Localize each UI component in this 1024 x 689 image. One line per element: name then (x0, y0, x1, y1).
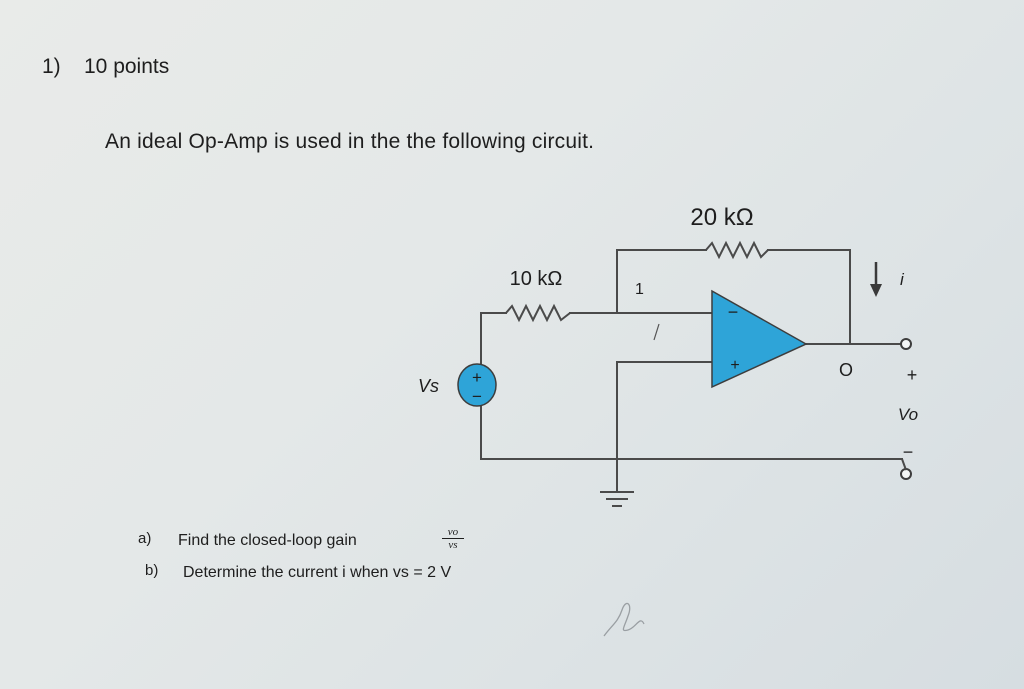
intro-text: An ideal Op-Amp is used in the the follo… (105, 130, 595, 153)
source-label: Vs (418, 376, 439, 396)
source-minus-sign: − (472, 387, 482, 406)
node-1-label: 1 (635, 281, 644, 298)
question-a-text: Find the closed-loop gain (178, 532, 357, 549)
opamp-minus-sign: − (728, 302, 739, 322)
gain-fraction-denominator: vs (448, 539, 458, 551)
resistor-10k-label: 10 kΩ (510, 268, 563, 290)
problem-number: 1) (42, 55, 61, 78)
opamp-symbol (711, 289, 808, 389)
gain-fraction-numerator: vo (442, 526, 464, 539)
output-terminal-bottom (900, 468, 912, 480)
voltage-source (457, 363, 497, 407)
wire-output-bottom (901, 458, 907, 471)
stray-mark (653, 323, 660, 341)
output-terminal-top (900, 338, 912, 350)
current-label: i (900, 270, 905, 289)
ground-symbol (600, 491, 634, 507)
output-node-label: O (839, 360, 853, 380)
pencil-scribble (603, 602, 645, 637)
resistor-20k (705, 240, 769, 260)
source-plus-sign: + (472, 368, 482, 387)
question-b-text: Determine the current i when vs = 2 V (183, 564, 452, 581)
points-label: 10 points (84, 55, 170, 78)
output-minus-label: − (903, 442, 914, 462)
question-a-letter: a) (138, 530, 152, 547)
opamp-plus-sign: + (730, 357, 739, 374)
resistor-20k-label: 20 kΩ (690, 204, 753, 231)
output-plus-label: + (907, 365, 918, 385)
gain-fraction: vo vs (442, 526, 464, 551)
question-b-letter: b) (145, 562, 159, 579)
output-voltage-label: Vo (898, 405, 918, 424)
resistor-10k (505, 303, 571, 323)
current-arrow (870, 262, 882, 297)
